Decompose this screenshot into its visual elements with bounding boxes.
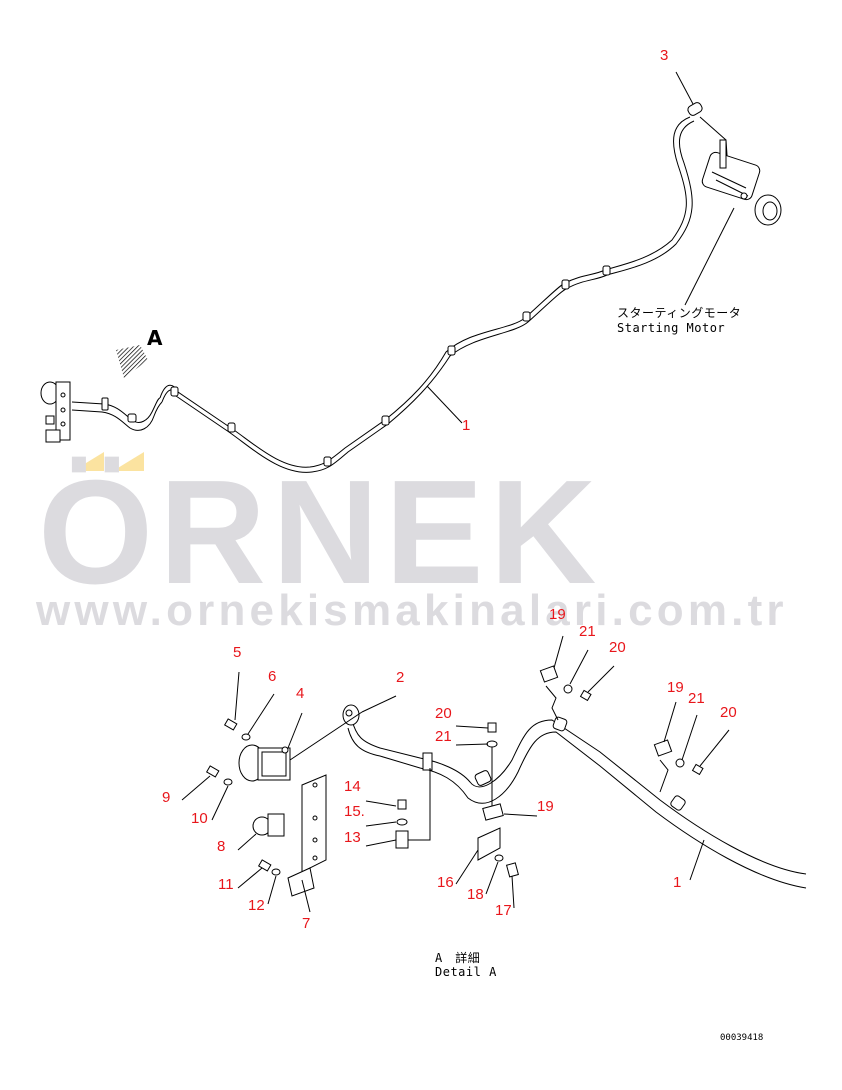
callout-6: 6 <box>268 668 277 685</box>
detail-leader-lines <box>181 635 730 913</box>
starting-motor-leader <box>684 207 735 306</box>
relay-8-icon <box>252 813 285 837</box>
starting-motor-icon <box>701 139 782 226</box>
callout-21-c: 21 <box>688 690 705 707</box>
callout-19-a: 19 <box>549 606 566 623</box>
relay-bracket-assembly-icon <box>40 381 71 443</box>
watermark-accent-icon <box>73 452 144 471</box>
callout-19-b: 19 <box>667 679 684 696</box>
callout-3: 3 <box>660 47 669 64</box>
bolts-washers-icon <box>205 665 704 878</box>
callout-3-leader <box>675 71 694 105</box>
callout-4: 4 <box>296 685 305 702</box>
callout-20-a: 20 <box>435 705 452 722</box>
callout-21-a: 21 <box>435 728 452 745</box>
callout-14: 14 <box>344 778 361 795</box>
starting-motor-label-en: Starting Motor <box>617 321 726 335</box>
callout-7: 7 <box>302 915 311 932</box>
detail-clamps-icon <box>342 704 686 811</box>
drawing-number: 00039418 <box>720 1033 764 1043</box>
callout-11: 11 <box>218 876 234 893</box>
callout-18: 18 <box>467 886 484 903</box>
mounting-bracket-7-icon <box>287 774 327 897</box>
callout-21-b: 21 <box>579 623 596 640</box>
callout-17: 17 <box>495 902 512 919</box>
callout-2: 2 <box>396 669 405 686</box>
cable-terminal-3-icon <box>687 102 703 116</box>
harness-clamp-icon <box>101 265 611 467</box>
callout-1-leader <box>426 385 463 424</box>
callout-1-detail: 1 <box>673 874 682 891</box>
callout-16: 16 <box>437 874 454 891</box>
callout-5: 5 <box>233 644 242 661</box>
callout-13: 13 <box>344 829 361 846</box>
detail-harness-cable <box>347 719 807 889</box>
view-arrow-icon <box>116 345 148 378</box>
callout-19-c: 19 <box>537 798 554 815</box>
watermark-url: www.ornekismakinalari.com.tr <box>36 586 788 635</box>
callout-15: 15. <box>344 803 365 820</box>
main-harness-cable <box>71 116 729 473</box>
callout-10: 10 <box>191 810 208 827</box>
detail-caption-jp: A 詳細 <box>435 951 481 965</box>
detail-caption-en: Detail A <box>435 965 497 979</box>
view-marker-a: A <box>147 326 163 350</box>
callout-1-main: 1 <box>462 417 471 434</box>
callout-8: 8 <box>217 838 226 855</box>
battery-relay-4-icon <box>238 744 291 782</box>
callout-20-b: 20 <box>609 639 626 656</box>
callout-9: 9 <box>162 789 171 806</box>
watermark-brand: ÖRNEK <box>38 450 603 615</box>
callout-20-c: 20 <box>720 704 737 721</box>
callout-12: 12 <box>248 897 265 914</box>
starting-motor-label-jp: スターティングモータ <box>617 306 742 320</box>
